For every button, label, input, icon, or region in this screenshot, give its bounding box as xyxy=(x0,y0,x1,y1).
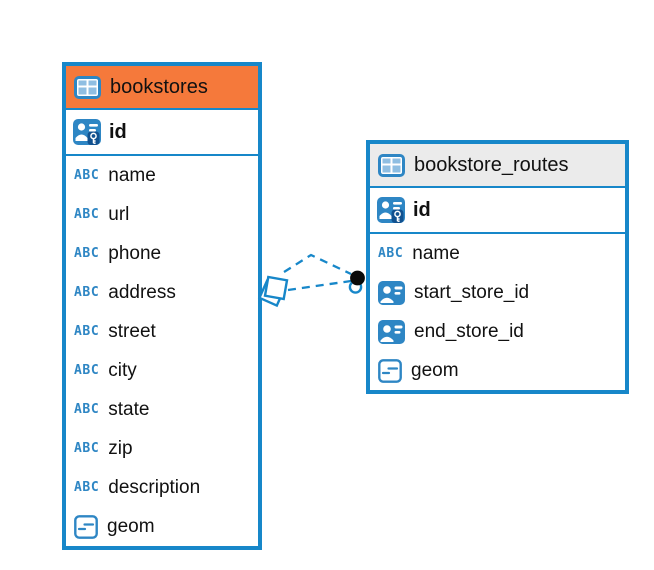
primary-key-icon xyxy=(377,197,405,223)
column-list: ABC name start_store_id xyxy=(370,234,625,390)
column-label: id xyxy=(109,120,127,143)
text-type-icon: ABC xyxy=(378,245,404,262)
column-row-pk[interactable]: id xyxy=(66,110,258,156)
text-type-icon: ABC xyxy=(74,401,100,418)
column-row[interactable]: ABC url xyxy=(66,195,258,234)
relationship-source-marker[interactable] xyxy=(257,275,289,308)
column-row[interactable]: ABC description xyxy=(66,468,258,507)
column-label: phone xyxy=(108,242,162,264)
geometry-type-icon xyxy=(74,514,98,539)
text-type-icon: ABC xyxy=(74,167,100,184)
primary-key-icon xyxy=(73,119,101,145)
text-type-icon: ABC xyxy=(74,284,100,301)
text-type-icon: ABC xyxy=(74,245,100,262)
column-row[interactable]: ABC city xyxy=(66,351,258,390)
text-type-icon: ABC xyxy=(74,479,100,496)
table-bookstores-header[interactable]: bookstores xyxy=(66,66,258,110)
relationship-line-start-store[interactable] xyxy=(283,253,352,276)
column-label: start_store_id xyxy=(414,281,530,303)
column-label: name xyxy=(108,164,156,186)
column-label: end_store_id xyxy=(414,320,524,342)
column-row[interactable]: ABC name xyxy=(66,156,258,195)
column-label: city xyxy=(108,359,137,381)
column-label: address xyxy=(108,281,176,303)
column-label: geom xyxy=(107,515,155,537)
column-row[interactable]: geom xyxy=(370,351,625,390)
column-row[interactable]: geom xyxy=(66,507,258,546)
column-row[interactable]: start_store_id xyxy=(370,273,625,312)
table-bookstores[interactable]: bookstores id A xyxy=(62,62,262,550)
column-row[interactable]: ABC phone xyxy=(66,234,258,273)
column-row[interactable]: ABC address xyxy=(66,273,258,312)
column-label: description xyxy=(108,476,201,498)
foreign-key-person-icon xyxy=(378,280,405,305)
column-row[interactable]: ABC name xyxy=(370,234,625,273)
table-title: bookstore_routes xyxy=(414,153,569,176)
text-type-icon: ABC xyxy=(74,323,100,340)
relationship-line-end-store[interactable] xyxy=(287,279,352,292)
column-row[interactable]: ABC street xyxy=(66,312,258,351)
text-type-icon: ABC xyxy=(74,362,100,379)
column-label: state xyxy=(108,398,150,420)
text-type-icon: ABC xyxy=(74,206,100,223)
table-title: bookstores xyxy=(110,75,208,98)
column-label: zip xyxy=(108,437,133,459)
geometry-type-icon xyxy=(378,358,402,383)
relationship-target-marker[interactable] xyxy=(348,270,365,294)
column-label: geom xyxy=(411,359,459,381)
column-label: id xyxy=(413,198,431,221)
column-row[interactable]: ABC zip xyxy=(66,429,258,468)
column-label: name xyxy=(412,242,460,264)
column-row[interactable]: end_store_id xyxy=(370,312,625,351)
table-bookstore-routes[interactable]: bookstore_routes id xyxy=(366,140,629,394)
column-label: url xyxy=(108,203,130,225)
column-row[interactable]: ABC state xyxy=(66,390,258,429)
column-list: ABC name ABC url ABC phone ABC address A… xyxy=(66,156,258,546)
column-row-pk[interactable]: id xyxy=(370,188,625,234)
table-icon xyxy=(74,75,101,99)
table-bookstore-routes-header[interactable]: bookstore_routes xyxy=(370,144,625,188)
table-icon xyxy=(378,153,405,177)
foreign-key-person-icon xyxy=(378,319,405,344)
column-label: street xyxy=(108,320,156,342)
text-type-icon: ABC xyxy=(74,440,100,457)
